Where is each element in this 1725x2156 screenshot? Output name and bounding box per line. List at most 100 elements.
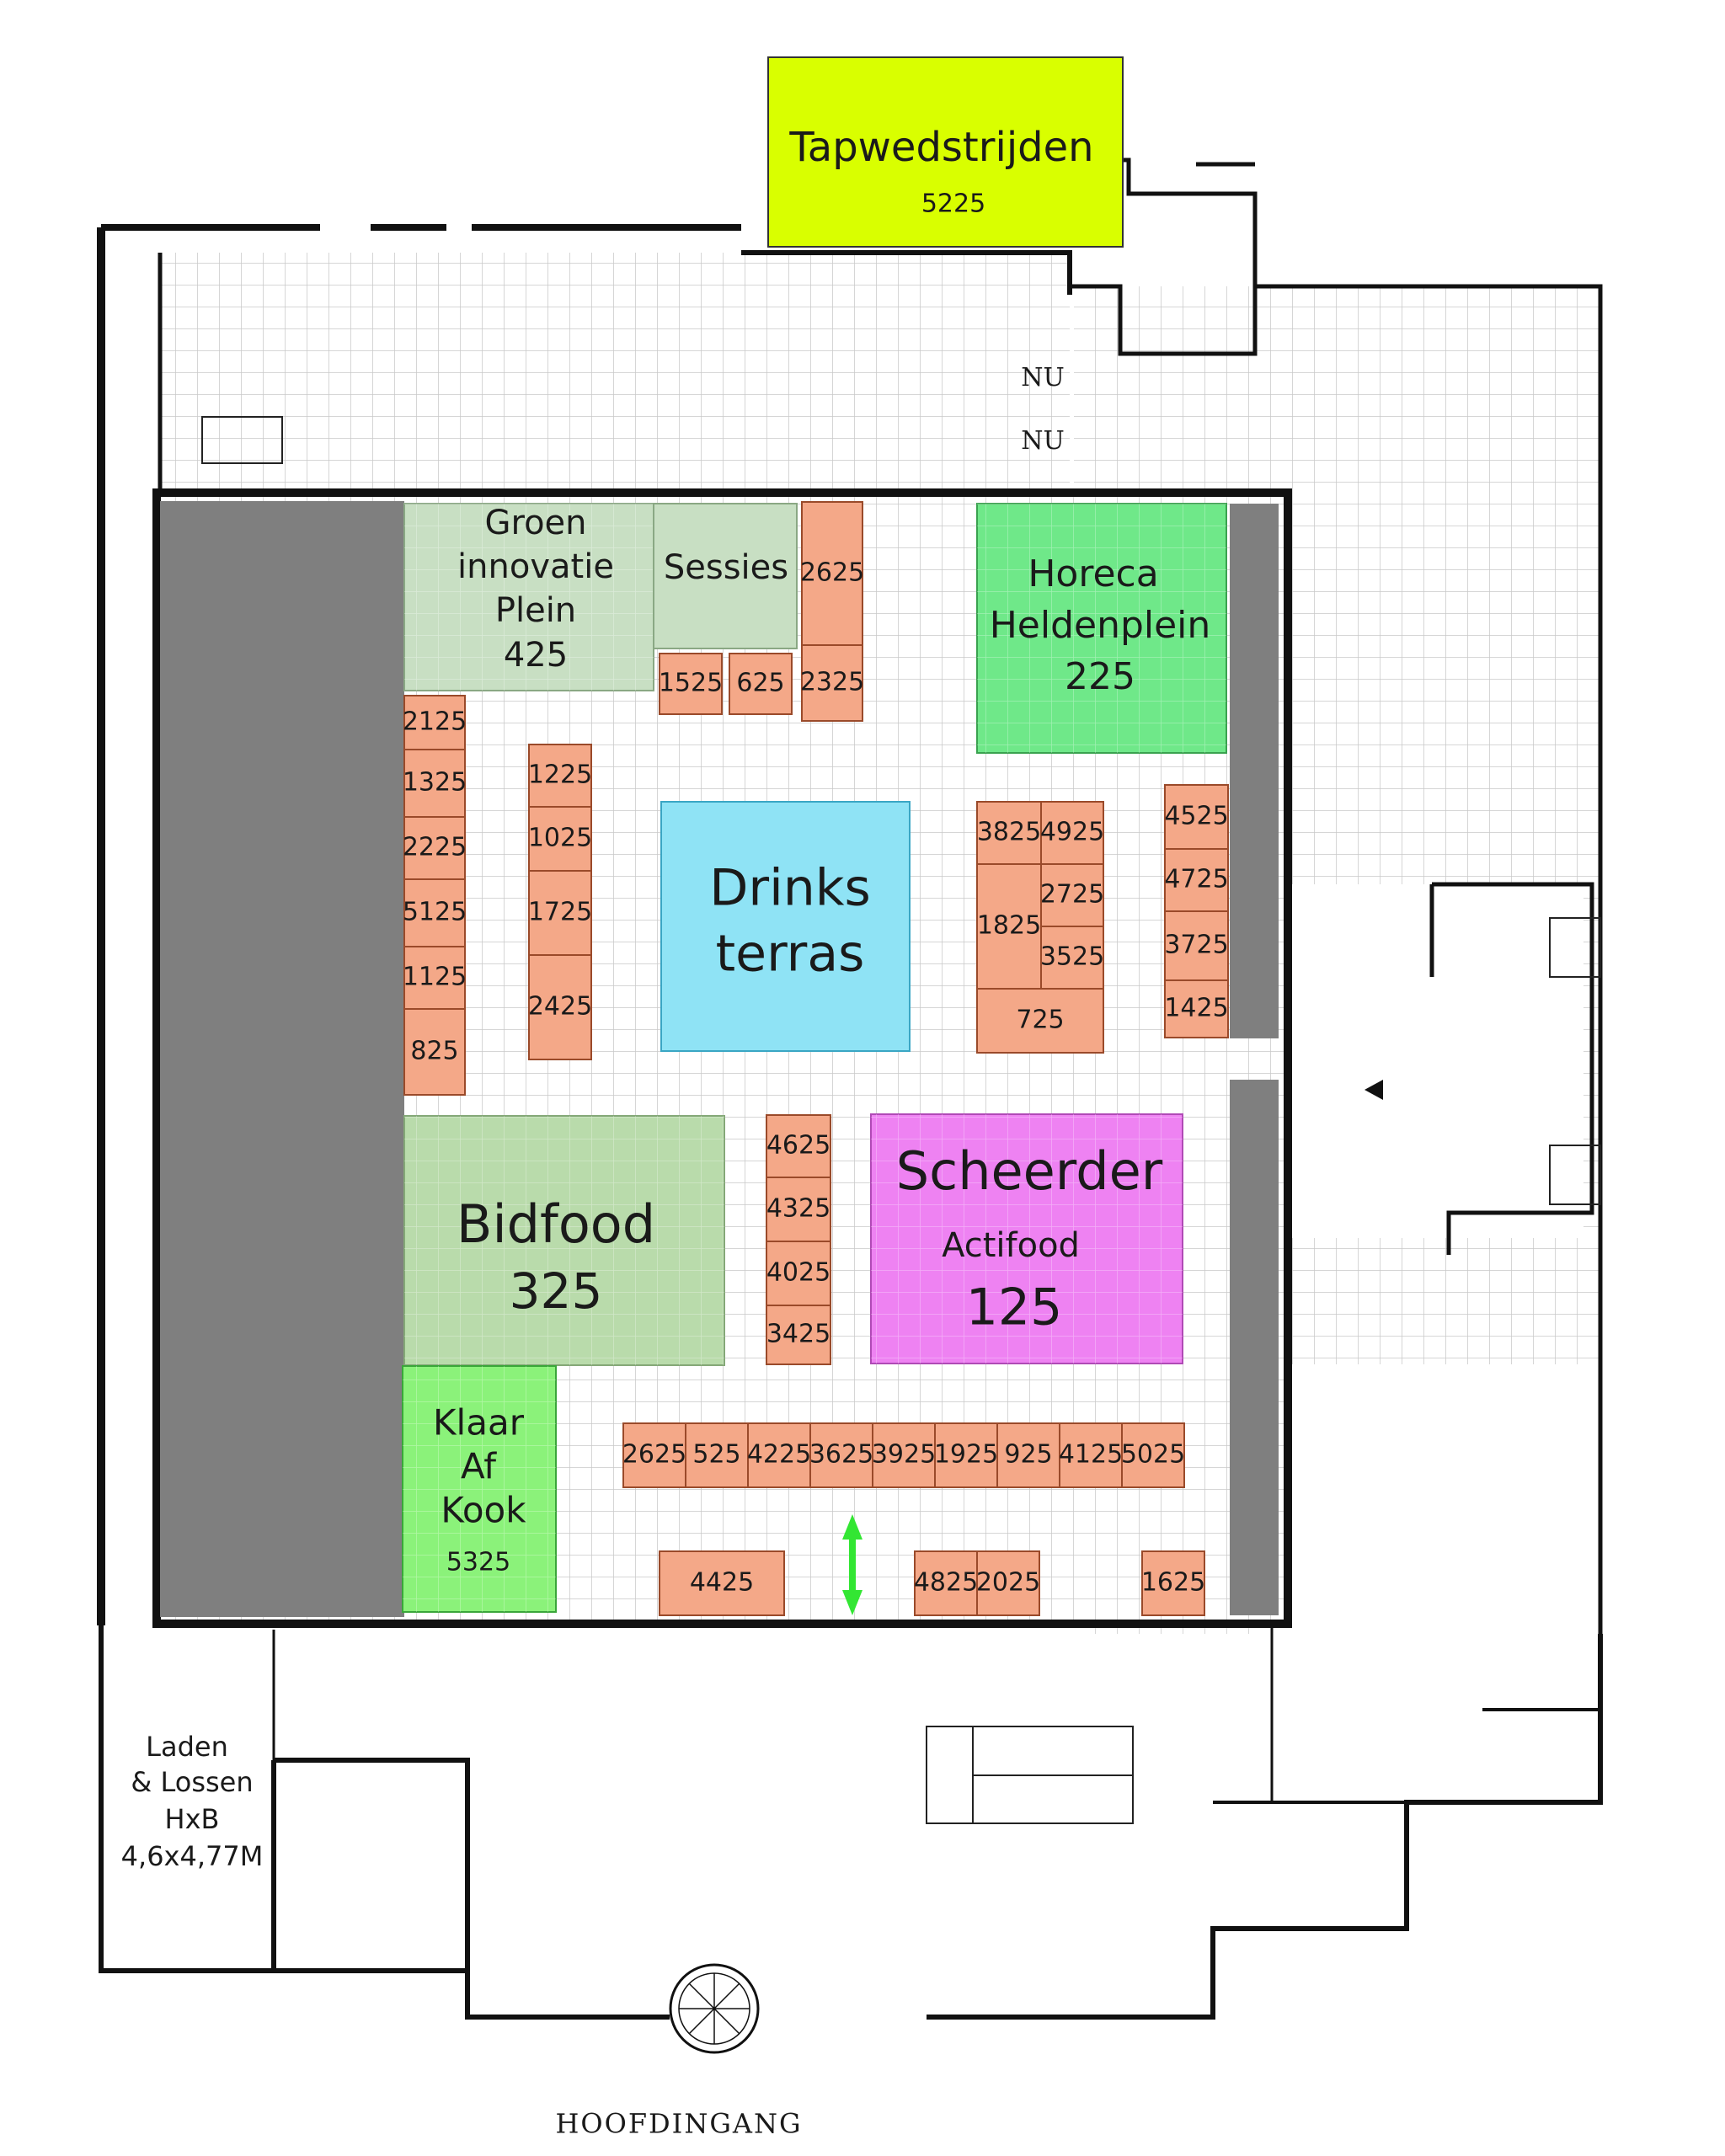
booth-4125[interactable]: 4125 xyxy=(1059,1422,1123,1488)
booth-label: 2125 xyxy=(403,707,467,737)
booth-label: 1425 xyxy=(1164,994,1228,1023)
booth-label: 2725 xyxy=(1040,880,1104,910)
booth-5025[interactable]: 5025 xyxy=(1121,1422,1185,1488)
booth-3725[interactable]: 3725 xyxy=(1164,910,1229,981)
booth-4925[interactable]: 4925 xyxy=(1040,801,1104,865)
tapwedstrijden-area[interactable]: Tapwedstrijden 5225 xyxy=(767,56,1124,248)
booth-2225[interactable]: 2225 xyxy=(403,816,467,880)
booth-label: 2625 xyxy=(800,558,864,588)
klaar-af-kook-area[interactable]: Klaar Af Kook 5325 xyxy=(402,1365,557,1613)
booth-2625[interactable]: 2625 xyxy=(622,1422,686,1488)
booth-label: 4125 xyxy=(1059,1440,1123,1470)
booth-label: 4425 xyxy=(690,1568,754,1598)
booth-3625[interactable]: 3625 xyxy=(809,1422,873,1488)
booth-label: 3825 xyxy=(977,818,1041,847)
nu-label-1: NU xyxy=(1021,363,1065,392)
booth-1725[interactable]: 1725 xyxy=(528,870,592,956)
booth-rect xyxy=(1164,784,1229,850)
booth-725[interactable]: 725 xyxy=(976,988,1104,1054)
booth-2125[interactable]: 2125 xyxy=(403,695,467,750)
booth-label: 1625 xyxy=(1141,1568,1205,1598)
booth-2425[interactable]: 2425 xyxy=(528,954,592,1060)
booth-4025[interactable]: 4025 xyxy=(766,1241,831,1306)
booth-rect xyxy=(976,863,1042,990)
booth-label: 825 xyxy=(410,1037,458,1066)
booth-rect xyxy=(996,1422,1060,1488)
booth-3825[interactable]: 3825 xyxy=(976,801,1042,865)
booth-925[interactable]: 925 xyxy=(996,1422,1060,1488)
laden-line2: & Lossen xyxy=(131,1766,253,1798)
sessies-area[interactable]: Sessies xyxy=(653,503,798,649)
booth-5125[interactable]: 5125 xyxy=(403,878,467,947)
wall-block-right-bottom xyxy=(1230,1080,1279,1615)
bidfood-number: 325 xyxy=(510,1262,603,1320)
klaar-line2: Af xyxy=(461,1446,497,1487)
nu-label-2: NU xyxy=(1021,426,1065,456)
klaar-line3: Kook xyxy=(441,1490,526,1531)
booth-2625[interactable]: 2625 xyxy=(800,501,864,646)
booth-3425[interactable]: 3425 xyxy=(766,1305,831,1365)
booth-rect xyxy=(766,1305,831,1365)
booth-4725[interactable]: 4725 xyxy=(1164,848,1229,912)
booth-label: 925 xyxy=(1004,1440,1052,1470)
booth-rect xyxy=(872,1422,936,1488)
stairs xyxy=(201,416,1601,1824)
booth-label: 1525 xyxy=(659,669,723,698)
scheerder-label: Scheerder xyxy=(896,1140,1163,1202)
drinks-terras-area[interactable]: Drinks terras xyxy=(660,801,911,1052)
booth-rect xyxy=(766,1114,831,1178)
booth-525[interactable]: 525 xyxy=(685,1422,749,1488)
booth-label: 5025 xyxy=(1121,1440,1185,1470)
booth-1825[interactable]: 1825 xyxy=(976,863,1042,990)
booth-label: 2025 xyxy=(976,1568,1040,1598)
bidfood-area[interactable]: Bidfood 325 xyxy=(403,1115,725,1366)
booth-label: 525 xyxy=(692,1440,740,1470)
booth-4825[interactable]: 4825 xyxy=(914,1550,978,1616)
booth-4425[interactable]: 4425 xyxy=(659,1550,785,1616)
booth-1225[interactable]: 1225 xyxy=(528,744,592,808)
booth-3925[interactable]: 3925 xyxy=(872,1422,936,1488)
booth-1625[interactable]: 1625 xyxy=(1141,1550,1205,1616)
booth-1025[interactable]: 1025 xyxy=(528,806,592,872)
groen-innovatie-plein-area[interactable]: Groen innovatie Plein 425 xyxy=(403,503,654,691)
horeca-heldenplein-area[interactable]: Horeca Heldenplein 225 xyxy=(976,503,1227,754)
booth-825[interactable]: 825 xyxy=(403,1008,466,1096)
booth-4225[interactable]: 4225 xyxy=(747,1422,811,1488)
booth-4525[interactable]: 4525 xyxy=(1164,784,1229,850)
booth-label: 2625 xyxy=(622,1440,686,1470)
booth-2025[interactable]: 2025 xyxy=(976,1550,1040,1616)
booth-label: 4525 xyxy=(1164,802,1228,831)
booth-1425[interactable]: 1425 xyxy=(1164,979,1229,1038)
bidfood-label: Bidfood xyxy=(457,1193,655,1255)
direction-marker xyxy=(1365,1080,1383,1100)
booth-rect xyxy=(809,1422,873,1488)
booth-3525[interactable]: 3525 xyxy=(1040,926,1104,990)
booth-label: 4325 xyxy=(766,1194,830,1224)
revolving-door xyxy=(669,1963,760,2054)
booth-rect xyxy=(1141,1550,1205,1616)
klaar-number: 5325 xyxy=(446,1548,510,1577)
booth-2725[interactable]: 2725 xyxy=(1040,863,1104,927)
scheerder-area[interactable]: Scheerder Actifood 125 xyxy=(870,1113,1183,1364)
booth-rect xyxy=(528,806,592,872)
booth-rect xyxy=(659,653,723,715)
booth-1525[interactable]: 1525 xyxy=(659,653,723,715)
booth-1925[interactable]: 1925 xyxy=(934,1422,998,1488)
booth-625[interactable]: 625 xyxy=(729,653,793,715)
booth-4325[interactable]: 4325 xyxy=(766,1177,831,1242)
booth-rect xyxy=(403,878,466,947)
booth-label: 4225 xyxy=(747,1440,811,1470)
booth-1125[interactable]: 1125 xyxy=(403,946,467,1010)
booth-4625[interactable]: 4625 xyxy=(766,1114,831,1178)
booth-label: 725 xyxy=(1016,1006,1064,1035)
booth-label: 4725 xyxy=(1164,865,1228,894)
booth-1325[interactable]: 1325 xyxy=(403,749,467,818)
laden-line1: Laden xyxy=(146,1731,228,1763)
booth-rect xyxy=(659,1550,785,1616)
booth-label: 1325 xyxy=(403,768,467,798)
wall-block-left xyxy=(160,501,404,1617)
booth-2325[interactable]: 2325 xyxy=(800,644,864,722)
booth-label: 4625 xyxy=(766,1131,830,1161)
horeca-number: 225 xyxy=(1065,655,1135,698)
wall-block-right-top xyxy=(1230,504,1279,1038)
